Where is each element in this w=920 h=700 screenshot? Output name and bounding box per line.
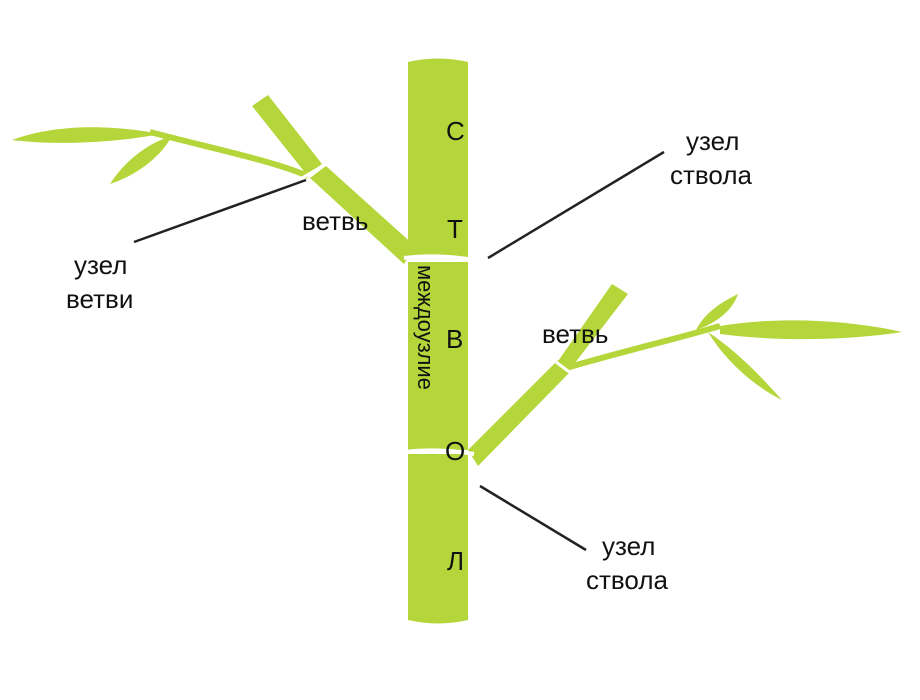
stem-letter-2: Т (447, 214, 463, 244)
branch-node-label-line1: узел (74, 250, 127, 280)
stem-node-top-label-line1: узел (686, 126, 739, 156)
right-branch-lower-segment (468, 360, 570, 466)
stem-letter-3: В (446, 324, 463, 354)
right-leaf-long (720, 320, 902, 339)
stem-node-bottom-label-line2: ствола (586, 565, 668, 595)
branch-label-right: ветвь (542, 319, 608, 349)
branch-node-label-line2: ветви (66, 284, 133, 314)
stem-letter-5: Л (447, 546, 464, 576)
leader-line-stem-node-bottom (480, 486, 586, 550)
stem-node-upper (404, 256, 474, 260)
stem-letter-4: О (445, 436, 465, 466)
stem-segment-bottom (408, 454, 468, 624)
left-branch (12, 95, 415, 264)
stem-node-top-label-line2: ствола (670, 160, 752, 190)
stem-letter-1: С (446, 116, 465, 146)
stem-node-bottom-label-line1: узел (602, 531, 655, 561)
branch-label-left: ветвь (302, 206, 368, 236)
left-leaf-long (12, 127, 160, 143)
internode-label: междоузлие (413, 265, 438, 390)
left-leaf-short (110, 136, 172, 184)
leader-line-stem-node-top (488, 152, 664, 258)
right-branch (468, 284, 902, 466)
leader-line-branch-node (134, 180, 306, 242)
right-leaf-hanging (708, 332, 782, 400)
